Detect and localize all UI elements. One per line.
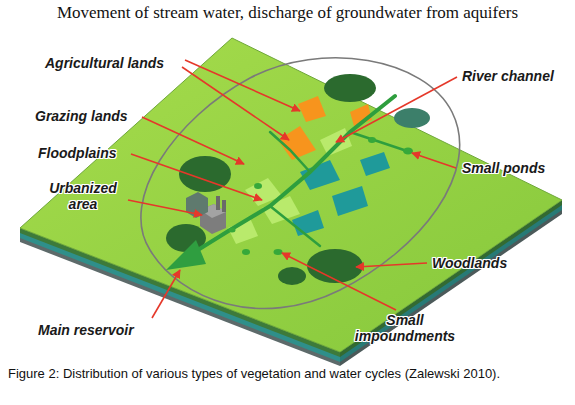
main-reservoir xyxy=(166,240,206,270)
callout-label: Agricultural lands xyxy=(45,55,164,71)
callout-label: Main reservoir xyxy=(38,322,134,338)
catchment-boundary xyxy=(141,58,460,309)
small-ponds xyxy=(229,137,414,255)
callout-label: River channel xyxy=(462,68,554,84)
land-surface xyxy=(20,38,562,352)
callout-label: Small impoundments xyxy=(345,312,465,344)
callout-label: Small ponds xyxy=(462,160,545,176)
callout-label: Urbanized area xyxy=(40,180,126,212)
river-channel xyxy=(185,96,404,258)
grazing-lands xyxy=(292,152,390,236)
figure-title: Movement of stream water, discharge of g… xyxy=(0,3,575,23)
callout-label: Floodplains xyxy=(38,145,117,161)
callout-label: Woodlands xyxy=(432,255,507,271)
callout-label: Grazing lands xyxy=(35,108,128,124)
figure-caption: Figure 2: Distribution of various types … xyxy=(8,366,563,382)
leader-arrows xyxy=(128,60,457,318)
